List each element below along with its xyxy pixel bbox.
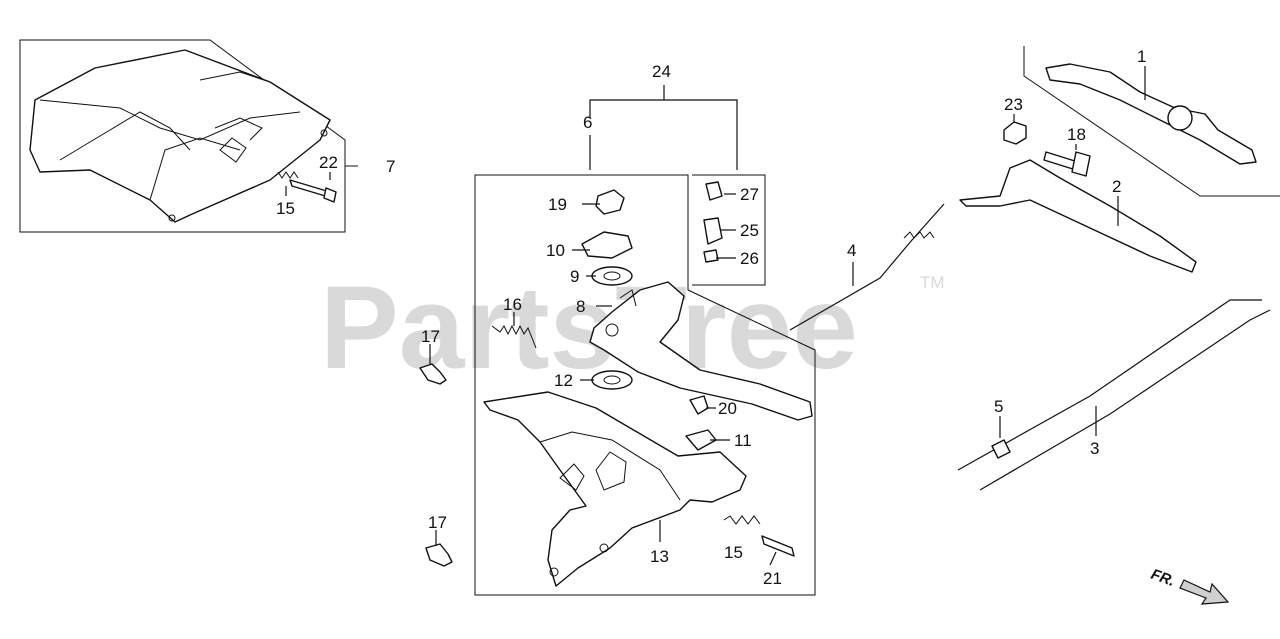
bolt-17-top-shape bbox=[419, 363, 447, 385]
lever-1-pivot bbox=[1167, 105, 1193, 131]
bolt-17-bottom-shape bbox=[425, 543, 453, 567]
rod-3-lower bbox=[979, 309, 1271, 491]
callout-19: 19 bbox=[548, 195, 567, 214]
callout-17-bottom: 17 bbox=[428, 513, 447, 532]
spring-15-shape-top bbox=[277, 171, 299, 179]
bolt-22-head bbox=[323, 187, 337, 203]
lever-1-shape bbox=[1045, 63, 1257, 165]
rod-4-shape bbox=[789, 203, 945, 331]
spring-5-shape bbox=[991, 439, 1011, 459]
spring-15-shape bbox=[723, 515, 761, 525]
watermark-trademark: TM bbox=[920, 273, 945, 292]
callout-1: 1 bbox=[1137, 47, 1146, 66]
callout-8: 8 bbox=[576, 297, 585, 316]
cover-assembly-group bbox=[19, 39, 358, 233]
callout-12: 12 bbox=[554, 371, 573, 390]
lever-plate-tab bbox=[619, 289, 637, 307]
callout-15: 15 bbox=[724, 543, 743, 562]
cover-hole-2 bbox=[320, 129, 328, 137]
callout-18: 18 bbox=[1067, 125, 1086, 144]
base-plate-clip bbox=[559, 463, 585, 491]
base-plate-fold bbox=[539, 431, 681, 501]
washer-9-hole bbox=[603, 271, 621, 281]
callout-27: 27 bbox=[740, 185, 759, 204]
front-direction-label: FR. bbox=[1149, 566, 1178, 590]
cover-latch bbox=[219, 137, 247, 163]
leader-lines bbox=[285, 66, 1146, 566]
rod-3-upper bbox=[957, 299, 1262, 471]
callout-17-top: 17 bbox=[421, 327, 440, 346]
leader-21 bbox=[769, 551, 777, 566]
bracket-24 bbox=[589, 99, 738, 170]
control-base-group bbox=[419, 85, 816, 596]
base-plate-hole-2 bbox=[549, 567, 559, 577]
front-direction-indicator: FR. bbox=[1149, 566, 1230, 605]
cover-clip bbox=[214, 117, 263, 141]
cover-inset-frame bbox=[19, 39, 346, 233]
callout-5: 5 bbox=[994, 397, 1003, 416]
callout-21: 21 bbox=[763, 569, 782, 588]
control-base-inset-frame bbox=[474, 174, 816, 596]
bolt-18-head bbox=[1071, 151, 1091, 177]
callout-7: 7 bbox=[386, 157, 395, 176]
callout-10: 10 bbox=[546, 241, 565, 260]
callout-24: 24 bbox=[652, 62, 671, 81]
callout-4: 4 bbox=[847, 241, 856, 260]
callout-2: 2 bbox=[1112, 177, 1121, 196]
cover-wire-loop bbox=[59, 111, 191, 161]
callout-22: 22 bbox=[319, 153, 338, 172]
lever-1-inset-line bbox=[1023, 46, 1280, 197]
front-direction-arrow-icon bbox=[1179, 579, 1230, 605]
cover-inner-line bbox=[149, 137, 241, 201]
watermark-text: PartsTree bbox=[320, 262, 858, 394]
cover-hole bbox=[168, 214, 176, 222]
callout-15-top: 15 bbox=[276, 199, 295, 218]
base-plate-13-shape bbox=[483, 391, 747, 587]
callout-11: 11 bbox=[734, 431, 752, 450]
washer-9-shape bbox=[591, 266, 633, 286]
callout-3: 3 bbox=[1090, 439, 1099, 458]
spring-16-shape bbox=[491, 324, 537, 349]
callout-numbers: 1 2 3 4 5 6 7 8 9 10 11 12 13 15 15 16 1… bbox=[276, 47, 1146, 588]
lever-plate-8-shape bbox=[589, 281, 813, 421]
screw-27-shape bbox=[705, 181, 723, 201]
base-plate-hole bbox=[599, 543, 609, 553]
washer-12-shape bbox=[591, 370, 633, 390]
air-cleaner-cover-outline bbox=[29, 49, 331, 223]
callout-9: 9 bbox=[570, 267, 579, 286]
cover-ridge-line bbox=[39, 99, 301, 141]
callout-6: 6 bbox=[583, 113, 592, 132]
washer-12-hole bbox=[603, 375, 621, 385]
plate-10-shape bbox=[581, 231, 633, 259]
clip-26-shape bbox=[703, 249, 719, 263]
base-plate-boss bbox=[595, 451, 627, 491]
holder-25-shape bbox=[703, 217, 723, 245]
cover-rib bbox=[199, 71, 271, 83]
screw-20-shape bbox=[689, 395, 709, 415]
small-parts-frame bbox=[692, 174, 766, 286]
callout-16: 16 bbox=[503, 295, 522, 314]
callout-13: 13 bbox=[650, 547, 669, 566]
rod-4-spring bbox=[903, 231, 935, 239]
callout-20: 20 bbox=[718, 399, 737, 418]
callout-23: 23 bbox=[1004, 95, 1023, 114]
callout-26: 26 bbox=[740, 249, 759, 268]
callout-25: 25 bbox=[740, 221, 759, 240]
nut-19-shape bbox=[595, 189, 625, 215]
bolt-21-shape bbox=[761, 535, 795, 557]
lever-2-shape bbox=[959, 159, 1197, 273]
lever-plate-hole bbox=[605, 323, 619, 337]
nut-23-shape bbox=[1003, 121, 1027, 145]
lever-rod-group bbox=[789, 46, 1280, 491]
